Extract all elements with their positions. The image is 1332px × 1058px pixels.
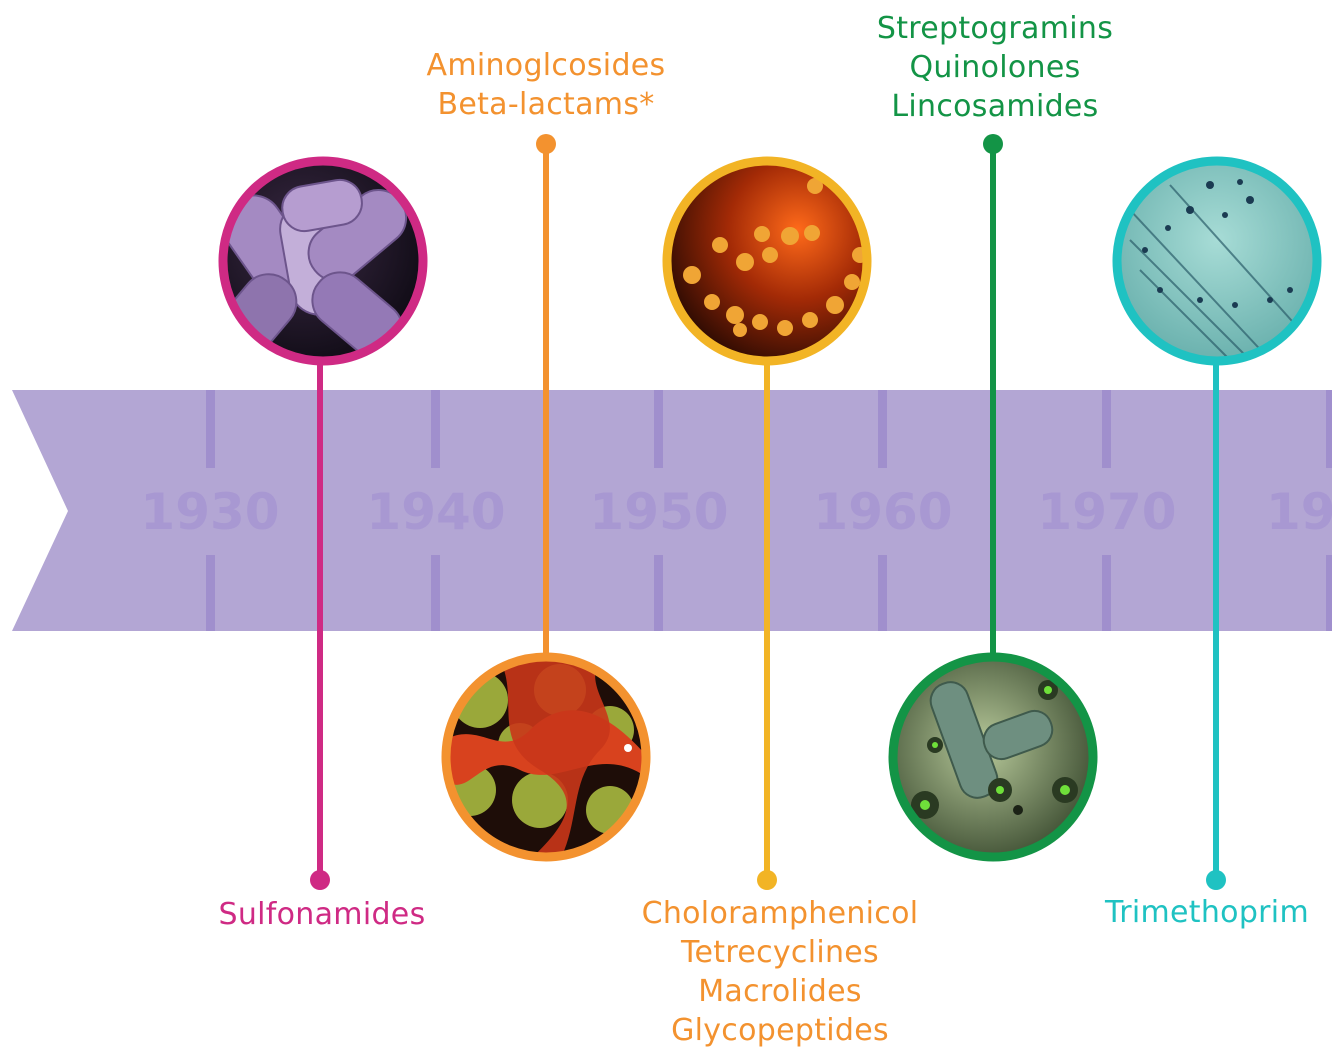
streptogramins-label: Streptogramins Quinolones Lincosamides [835, 9, 1155, 126]
aminoglycosides-label: Aminoglcosides Beta-lactams* [386, 46, 706, 124]
dot-trimethoprim [1206, 870, 1226, 890]
tick-1950-bottom [654, 555, 663, 631]
year-label: 1970 [1037, 483, 1176, 541]
tick-1980-bottom [1326, 555, 1332, 631]
tick-1940-top [431, 390, 440, 468]
year-label: 1930 [140, 483, 279, 541]
drug-class-label: Aminoglcosides [386, 46, 706, 85]
drug-class-label: Streptogramins [835, 9, 1155, 48]
tick-1970-bottom [1102, 555, 1111, 631]
tick-1930-top [206, 390, 215, 468]
year-label: 1940 [366, 483, 505, 541]
dot-sulfonamides [310, 870, 330, 890]
chloramphenicol-label: Choloramphenicol Tetrecyclines Macrolide… [600, 894, 960, 1050]
drug-class-label: Quinolones [835, 48, 1155, 87]
orange-colonies-image [664, 158, 870, 364]
tick-1940-bottom [431, 555, 440, 631]
year-label: 19 [1266, 483, 1332, 541]
tick-1960-bottom [878, 555, 887, 631]
teal-petri-dish-image [1114, 158, 1320, 364]
tick-1980-top [1326, 390, 1332, 468]
tick-1970-top [1102, 390, 1111, 468]
sulfonamides-label: Sulfonamides [170, 895, 474, 934]
drug-class-label: Trimethoprim [1082, 893, 1332, 932]
tick-1950-top [654, 390, 663, 468]
drug-class-label: Glycopeptides [600, 1011, 960, 1050]
dot-aminoglycosides [536, 134, 556, 154]
trimethoprim-label: Trimethoprim [1082, 893, 1332, 932]
red-mesh-bacteria-image [443, 654, 650, 860]
tick-1930-bottom [206, 555, 215, 631]
drug-class-label: Beta-lactams* [386, 85, 706, 124]
year-label: 1960 [813, 483, 952, 541]
drug-class-label: Choloramphenicol [600, 894, 960, 933]
drug-class-label: Lincosamides [835, 87, 1155, 126]
green-microbes-image [890, 654, 1096, 860]
rod-bacteria-purple-image [207, 158, 426, 368]
dot-chloramphenicol [757, 870, 777, 890]
tick-1960-top [878, 390, 887, 468]
year-label: 1950 [589, 483, 728, 541]
dot-streptogramins [983, 134, 1003, 154]
drug-class-label: Macrolides [600, 972, 960, 1011]
drug-class-label: Tetrecyclines [600, 933, 960, 972]
drug-class-label: Sulfonamides [170, 895, 474, 934]
